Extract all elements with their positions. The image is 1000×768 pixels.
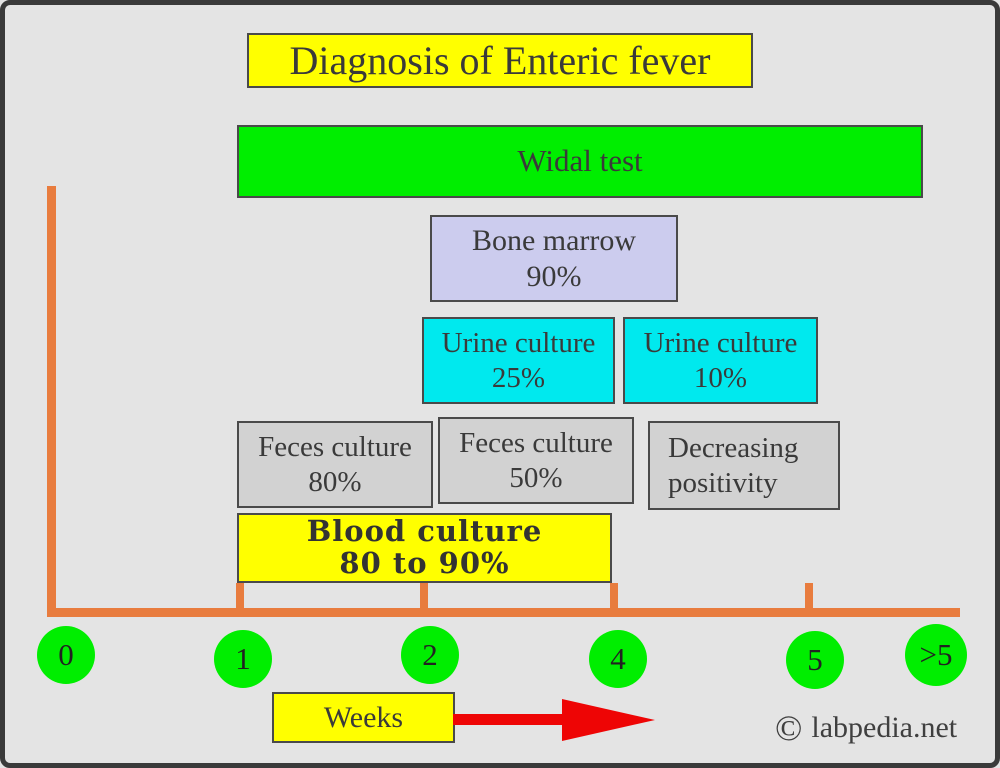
urine-culture-early-box: Urine culture 25% [422, 317, 615, 404]
week-marker-gt5-label: >5 [919, 637, 953, 672]
urine-culture-late-box: Urine culture 10% [623, 317, 818, 404]
urine-culture-late-label: Urine culture [643, 327, 798, 360]
feces-culture-late-box: Feces culture 50% [438, 417, 634, 504]
week-marker-2: 2 [401, 626, 459, 684]
weeks-arrow-icon [562, 699, 655, 741]
diagram-title-text: Diagnosis of Enteric fever [289, 37, 711, 83]
axis-tick-week-4 [610, 583, 618, 609]
week-marker-1: 1 [214, 630, 272, 688]
widal-test-label: Widal test [517, 143, 643, 179]
week-marker-4: 4 [589, 630, 647, 688]
copyright-notice: © labpedia.net [775, 710, 957, 746]
week-marker-2-label: 2 [422, 637, 438, 672]
week-marker-1-label: 1 [235, 641, 251, 676]
feces-culture-late-percent: 50% [509, 461, 563, 494]
copyright-icon: © [775, 708, 803, 748]
decreasing-positivity-box: Decreasing positivity [648, 421, 840, 510]
widal-test-box: Widal test [237, 125, 923, 198]
week-marker-5-label: 5 [807, 642, 823, 677]
feces-culture-early-percent: 80% [308, 465, 362, 498]
weeks-axis-title-box: Weeks [272, 692, 455, 743]
axis-tick-week-5 [805, 583, 813, 609]
timeline-x-axis-line [47, 608, 960, 617]
feces-culture-early-box: Feces culture 80% [237, 421, 433, 508]
week-marker-0-label: 0 [58, 637, 74, 672]
week-marker-4-label: 4 [610, 641, 626, 676]
urine-culture-early-label: Urine culture [441, 327, 596, 360]
axis-tick-week-1 [236, 583, 244, 609]
weeks-axis-title-label: Weeks [323, 700, 404, 734]
timeline-y-axis-line [47, 186, 56, 617]
urine-culture-late-percent: 10% [693, 361, 748, 394]
axis-tick-week-2 [420, 583, 428, 609]
week-marker-5: 5 [786, 631, 844, 689]
blood-culture-percent: 80 to 90% [339, 546, 510, 580]
blood-culture-label: Blood culture [306, 514, 543, 549]
diagram-title: Diagnosis of Enteric fever [247, 33, 753, 88]
bone-marrow-percent: 90% [526, 259, 582, 293]
decreasing-positivity-line1: Decreasing [668, 432, 799, 465]
decreasing-positivity-line2: positivity [668, 466, 778, 499]
urine-culture-early-percent: 25% [491, 361, 546, 394]
bone-marrow-box: Bone marrow 90% [430, 215, 678, 302]
feces-culture-early-label: Feces culture [258, 431, 412, 464]
bone-marrow-label: Bone marrow [471, 224, 637, 258]
site-name: labpedia.net [811, 711, 958, 744]
weeks-arrow-shaft [453, 714, 571, 725]
blood-culture-box: Blood culture 80 to 90% [237, 513, 612, 583]
feces-culture-late-label: Feces culture [459, 427, 613, 460]
week-marker-gt5: >5 [905, 624, 967, 686]
week-marker-0: 0 [37, 626, 95, 684]
